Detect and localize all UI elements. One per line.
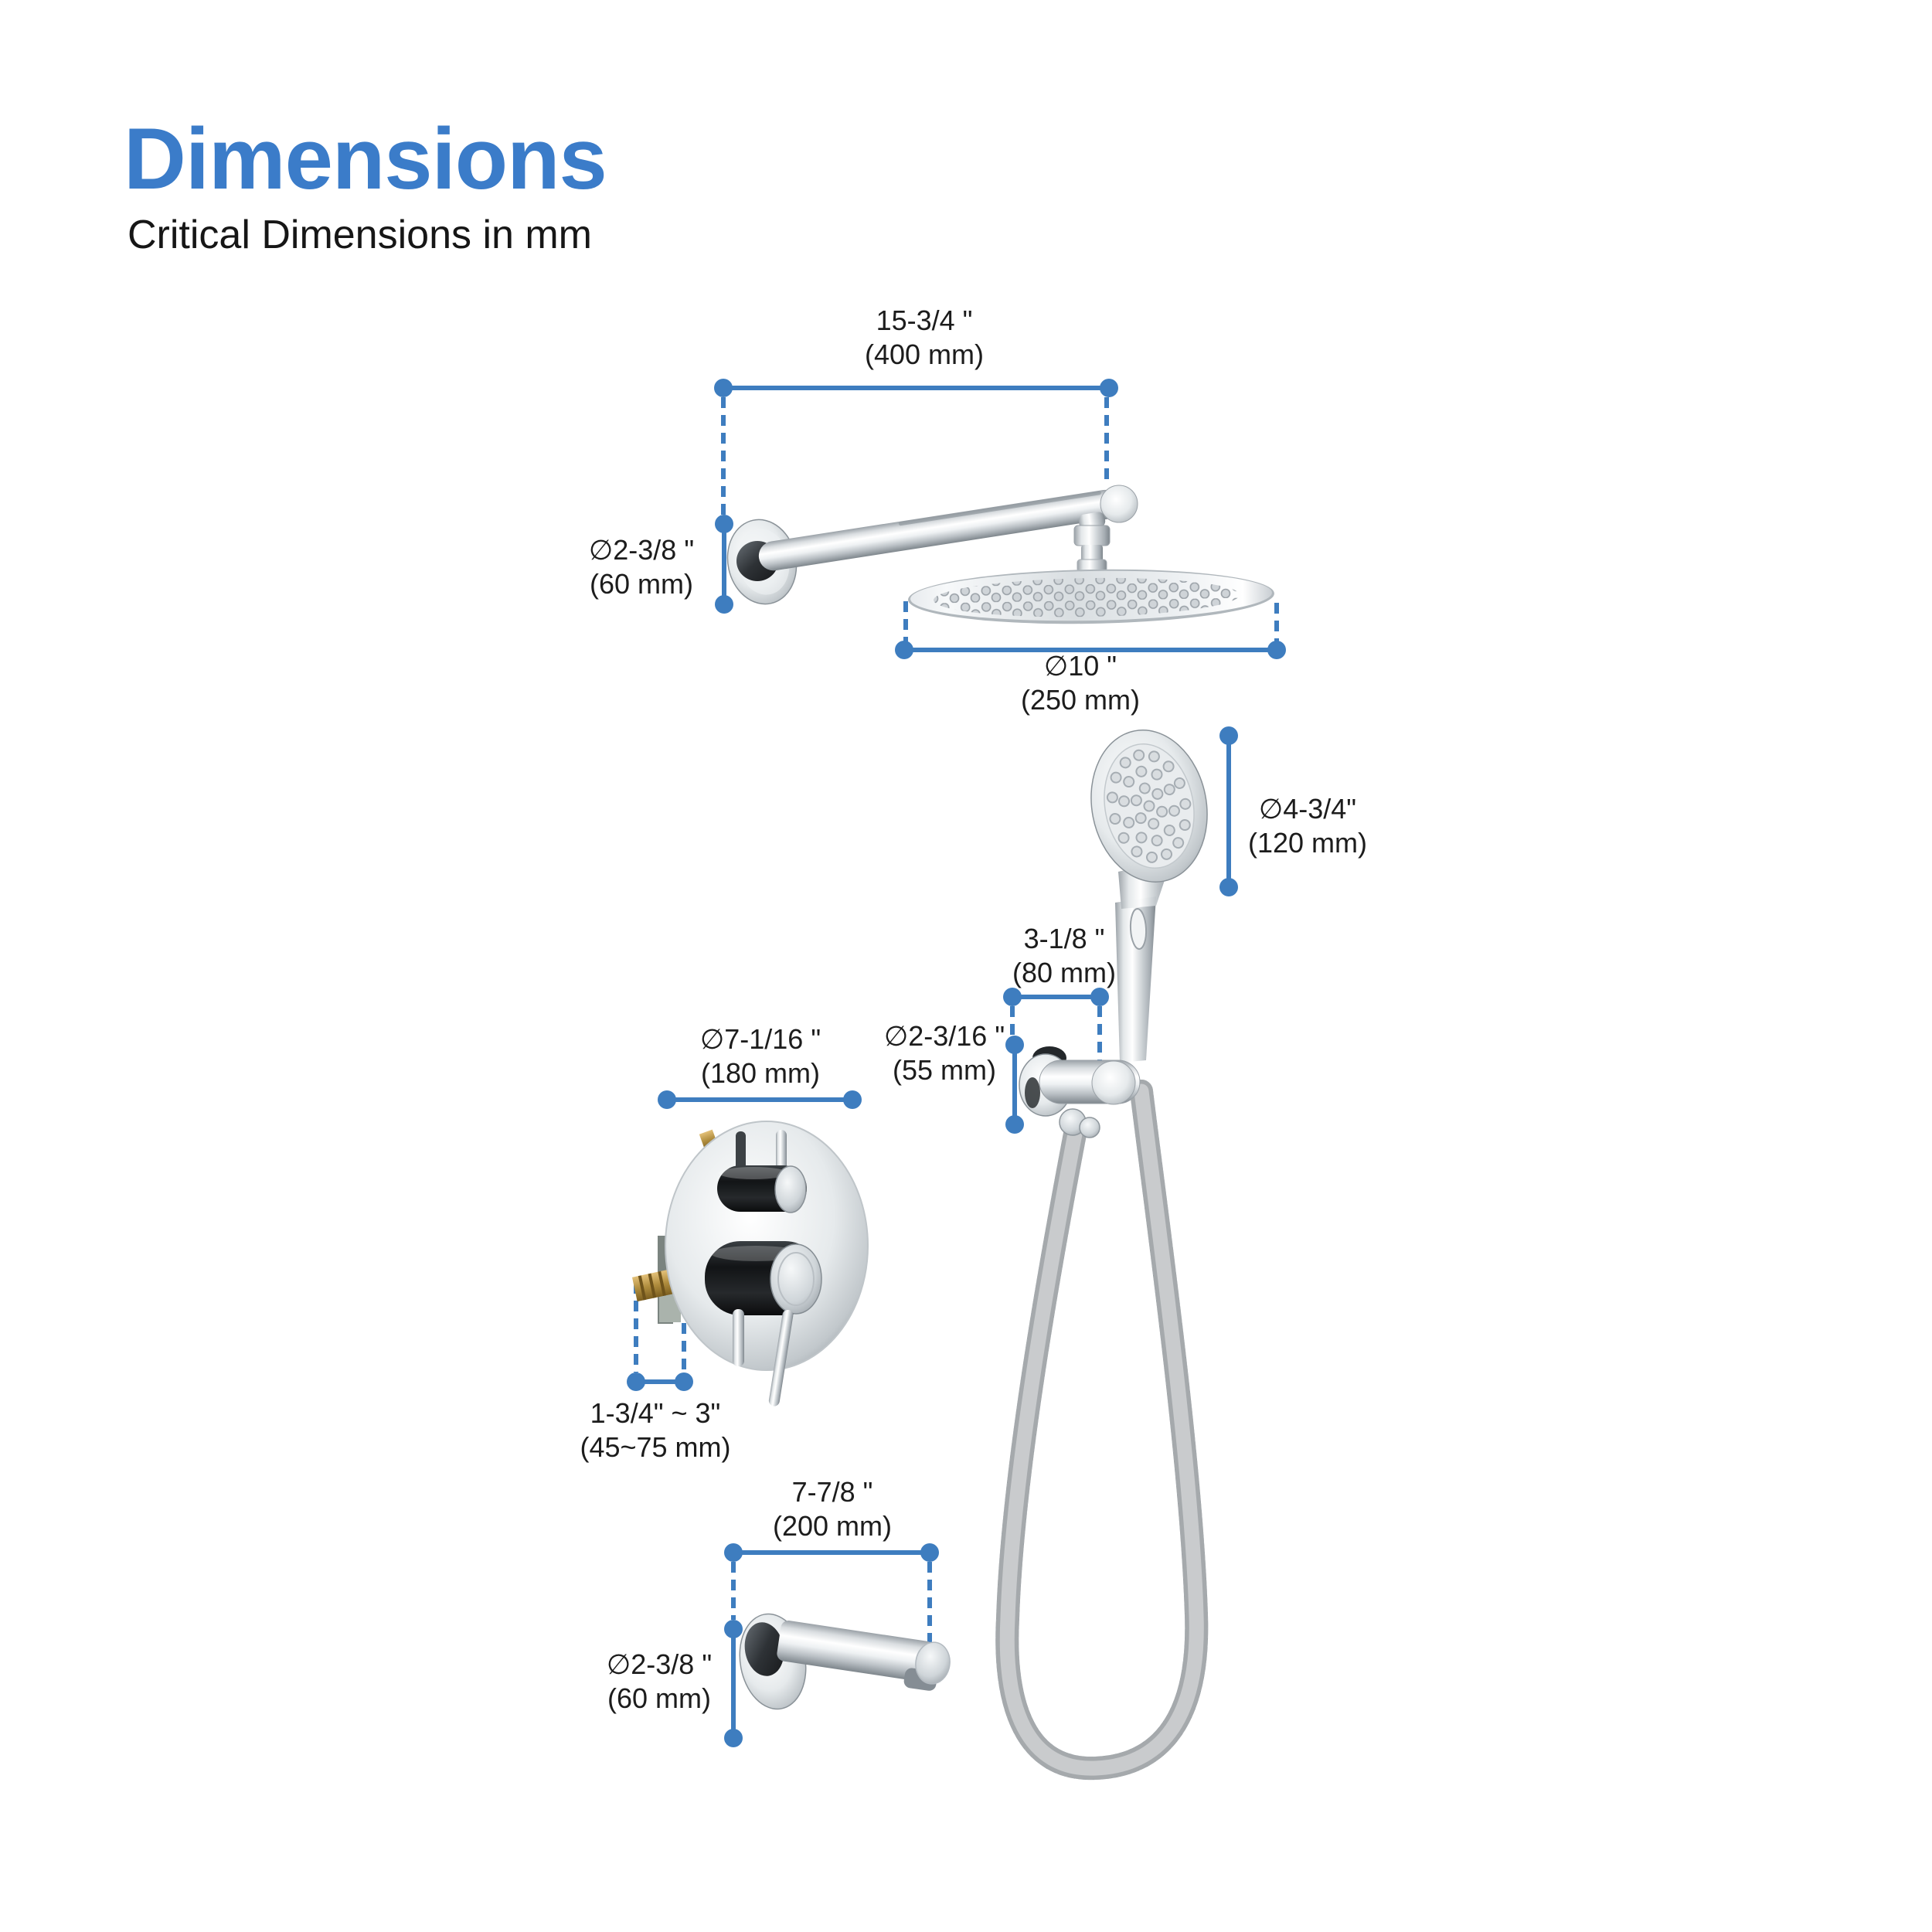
page-subtitle: Critical Dimensions in mm (128, 213, 592, 257)
dim-label-arm-flange-diameter: ∅2-3/8 " (60 mm) (589, 533, 694, 601)
shower-arm (758, 489, 1120, 571)
dim-inches: ∅2-3/8 " (588, 534, 695, 566)
dim-inches: 1-3/4" ~ 3" (590, 1397, 721, 1429)
page-title: Dimensions (124, 111, 607, 207)
dim-inches: 7-7/8 " (791, 1476, 873, 1508)
spout-hub (744, 1622, 784, 1676)
dim-inches: 15-3/4 " (876, 304, 973, 336)
dim-inches: ∅7-1/16 " (699, 1023, 821, 1055)
hose-nut-lower (1079, 1117, 1100, 1138)
dim-arm-flange-diameter (715, 515, 733, 614)
dim-label-tub-spout-length: 7-7/8 " (200 mm) (773, 1475, 892, 1543)
rain-head-nozzle-field (934, 577, 1240, 617)
dim-mm: (80 mm) (1012, 957, 1116, 988)
dim-shower-arm-length (714, 379, 1118, 516)
dim-hand-shower-diameter (1219, 726, 1238, 896)
dimension-annotations (627, 379, 1286, 1747)
arm-end-cap (1100, 485, 1138, 523)
dim-label-spout-flange-diameter: ∅2-3/8 " (60 mm) (607, 1648, 712, 1716)
dim-tub-spout-length (724, 1543, 939, 1646)
dim-mm: (45~75 mm) (580, 1431, 731, 1463)
dim-mm: (250 mm) (1020, 684, 1141, 716)
dim-inches: 3-1/8 " (1023, 923, 1105, 954)
rain-shower-head (908, 569, 1274, 624)
spout-end-cap (915, 1641, 951, 1685)
shower-arm-assembly (726, 485, 1274, 624)
dim-inches: ∅10 " (1043, 650, 1117, 682)
shower-hose (995, 1080, 1209, 1781)
dim-mm: (200 mm) (772, 1510, 893, 1542)
dim-mm: (60 mm) (607, 1682, 711, 1714)
dim-mm: (400 mm) (864, 338, 985, 370)
dim-label-valve-rough-in-depth: 1-3/4" ~ 3" (45~75 mm) (580, 1396, 730, 1464)
dim-valve-trim-diameter (658, 1090, 862, 1109)
holder-pivot-cap (1091, 1060, 1136, 1105)
hand-shower-nozzles (1106, 749, 1192, 863)
dim-inches: ∅2-3/8 " (606, 1648, 713, 1680)
mixer-knob (705, 1241, 822, 1315)
dim-spout-flange-diameter (724, 1620, 743, 1747)
tub-spout (739, 1613, 951, 1710)
head-connector (1073, 512, 1111, 573)
dim-label-shower-head-diameter: ∅10 " (250 mm) (1021, 649, 1140, 717)
dim-mm: (180 mm) (700, 1057, 821, 1089)
dim-label-holder-width: 3-1/8 " (80 mm) (1012, 922, 1116, 990)
dim-label-outlet-flange-diameter: ∅2-3/16 " (55 mm) (884, 1019, 1005, 1087)
dim-outlet-flange-diameter (1005, 1036, 1024, 1134)
dim-label-valve-trim-diameter: ∅7-1/16 " (180 mm) (700, 1022, 821, 1090)
spout-tube (777, 1621, 934, 1682)
mixer-lever (768, 1309, 794, 1406)
hand-shower-head (1090, 730, 1208, 883)
dim-label-shower-arm-length: 15-3/4 " (400 mm) (865, 304, 984, 372)
dim-mm: (120 mm) (1247, 827, 1368, 859)
diverter-pin-chrome (776, 1130, 787, 1173)
shower-valve (631, 1121, 869, 1406)
hand-shower-assembly (1019, 730, 1208, 1138)
dim-mm: (55 mm) (893, 1054, 996, 1086)
valve-stem-rod (733, 1309, 744, 1366)
dim-mm: (60 mm) (589, 568, 693, 600)
dim-inches: ∅2-3/16 " (883, 1020, 1005, 1052)
dim-shower-head-diameter (895, 601, 1286, 659)
dim-holder-width (1003, 988, 1109, 1060)
handle-mode-button (1129, 908, 1148, 950)
dim-label-hand-shower-diameter: ∅4-3/4" (120 mm) (1248, 792, 1367, 860)
dim-inches: ∅4-3/4" (1258, 793, 1357, 825)
dim-valve-rough-in-depth (627, 1283, 693, 1391)
diverter-pin-dark (736, 1131, 746, 1173)
diverter-knob (717, 1165, 807, 1213)
